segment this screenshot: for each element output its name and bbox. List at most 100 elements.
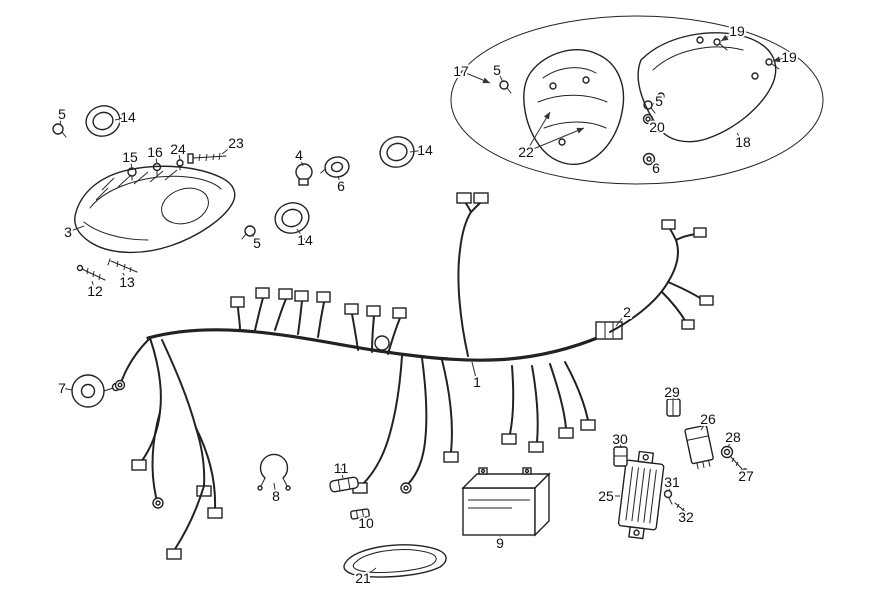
leader-line bbox=[772, 56, 790, 63]
relay bbox=[684, 424, 714, 470]
wiring-harness bbox=[114, 192, 714, 560]
bulb-socket-icon bbox=[642, 152, 659, 170]
leader-line bbox=[668, 481, 673, 492]
leader-line bbox=[496, 69, 504, 83]
leader-line bbox=[525, 127, 585, 153]
part-label-25: 25 bbox=[598, 488, 614, 504]
leader-line bbox=[129, 156, 133, 170]
washer-icon bbox=[720, 445, 734, 459]
bulb-icon bbox=[176, 159, 184, 171]
nut-icon bbox=[642, 113, 654, 125]
leader-line bbox=[650, 100, 660, 106]
part-label-18: 18 bbox=[735, 134, 751, 150]
bulb-icon bbox=[52, 123, 67, 138]
part-label-23: 23 bbox=[228, 135, 244, 151]
part-label-28: 28 bbox=[725, 429, 741, 445]
leader-line bbox=[296, 228, 306, 241]
part-label-6: 6 bbox=[337, 178, 345, 194]
leader-line bbox=[337, 175, 342, 187]
leader-line bbox=[154, 151, 158, 165]
leader-line bbox=[221, 142, 237, 155]
trim-ring bbox=[85, 105, 121, 137]
leader-line bbox=[67, 225, 85, 233]
bulb-icon bbox=[152, 162, 162, 176]
battery-strap bbox=[343, 544, 447, 578]
clamp bbox=[257, 453, 291, 491]
leader-line bbox=[59, 113, 63, 126]
part-label-4: 4 bbox=[295, 147, 303, 163]
bolt-icon bbox=[663, 489, 673, 505]
part-label-31: 31 bbox=[664, 474, 680, 490]
cowl-screw-icon bbox=[713, 38, 780, 70]
part-label-5: 5 bbox=[493, 62, 501, 78]
fuse-holder-icon bbox=[666, 398, 681, 417]
trim-ring bbox=[379, 136, 415, 168]
leader-line bbox=[700, 418, 709, 431]
part-label-29: 29 bbox=[664, 384, 680, 400]
horn bbox=[71, 374, 121, 408]
regulator bbox=[617, 450, 665, 540]
part-label-21: 21 bbox=[355, 570, 371, 586]
trim-ring bbox=[274, 202, 310, 234]
part-label-19: 19 bbox=[729, 23, 745, 39]
leader-line bbox=[727, 436, 734, 448]
headlight-bulb-icon bbox=[295, 163, 313, 186]
part-label-32: 32 bbox=[678, 509, 694, 525]
front-fairing-inset bbox=[450, 15, 824, 185]
part-label-8: 8 bbox=[272, 488, 280, 504]
harness-connector-2 bbox=[595, 321, 623, 340]
screw-icon bbox=[187, 152, 227, 164]
part-label-22: 22 bbox=[518, 144, 534, 160]
leader-line bbox=[409, 149, 426, 153]
leader-line bbox=[114, 116, 129, 121]
leader-line bbox=[251, 233, 258, 244]
leader-line bbox=[650, 160, 657, 169]
battery bbox=[461, 467, 551, 537]
leader-line bbox=[273, 482, 277, 497]
fuse bbox=[350, 508, 370, 520]
part-label-5: 5 bbox=[58, 106, 66, 122]
part-label-19: 19 bbox=[781, 49, 797, 65]
headlight-assembly bbox=[74, 165, 236, 254]
part-label-17: 17 bbox=[453, 63, 469, 79]
leader-line bbox=[177, 148, 181, 161]
leader-line bbox=[615, 311, 628, 327]
screw-icon bbox=[107, 258, 138, 273]
part-label-2: 2 bbox=[623, 304, 631, 320]
part-label-9: 9 bbox=[496, 535, 504, 551]
leader-line bbox=[650, 119, 658, 128]
part-label-20: 20 bbox=[649, 119, 665, 135]
leader-line bbox=[91, 280, 96, 292]
leader-line bbox=[671, 391, 674, 401]
leader-line bbox=[619, 438, 622, 449]
leader-line bbox=[362, 567, 377, 579]
leader-line bbox=[61, 387, 73, 391]
part-label-14: 14 bbox=[417, 142, 433, 158]
leader-line bbox=[525, 111, 551, 153]
part-label-16: 16 bbox=[147, 144, 163, 160]
leader-line bbox=[360, 515, 367, 524]
part-label-24: 24 bbox=[170, 141, 186, 157]
leader-line bbox=[740, 468, 747, 477]
part-label-3: 3 bbox=[64, 224, 72, 240]
leader-line bbox=[122, 272, 128, 283]
part-label-7: 7 bbox=[58, 380, 66, 396]
part-label-15: 15 bbox=[122, 149, 138, 165]
leader-line bbox=[298, 154, 304, 167]
part-label-14: 14 bbox=[297, 232, 313, 248]
part-label-27: 27 bbox=[738, 468, 754, 484]
leader-line bbox=[736, 132, 744, 143]
leader-line bbox=[681, 508, 687, 518]
fuse bbox=[329, 476, 359, 493]
bulb-holder-icon bbox=[320, 156, 350, 178]
leader-line bbox=[340, 467, 344, 479]
part-label-30: 30 bbox=[612, 431, 628, 447]
part-label-5: 5 bbox=[253, 235, 261, 251]
part-label-26: 26 bbox=[700, 411, 716, 427]
part-label-11: 11 bbox=[334, 460, 349, 476]
part-label-1: 1 bbox=[473, 374, 481, 390]
inner-fairing-panel bbox=[523, 49, 625, 165]
bulb-icon bbox=[241, 225, 256, 240]
